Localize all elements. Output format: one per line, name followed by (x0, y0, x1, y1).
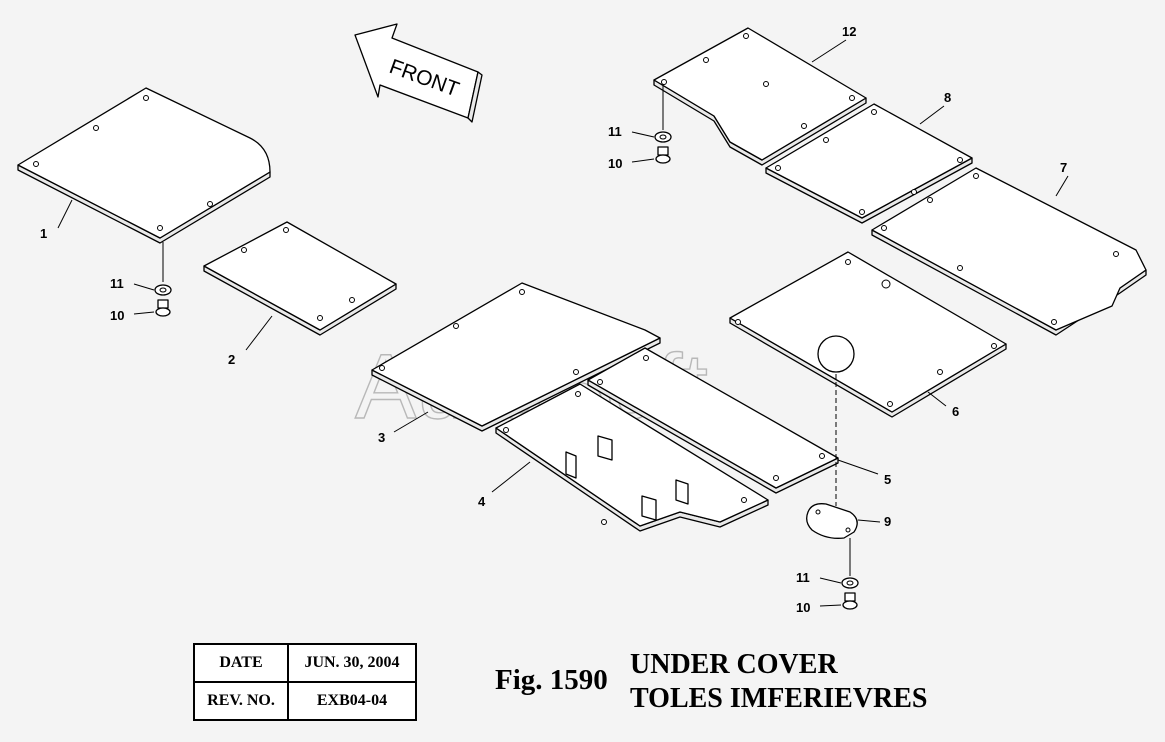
callout-3: 3 (378, 430, 385, 445)
callout-11-b: 11 (608, 124, 622, 139)
washer-11-c (841, 577, 859, 589)
figure-number: Fig. 1590 (495, 664, 608, 696)
callout-6: 6 (952, 404, 959, 419)
figure-title-english: UNDER COVER (630, 649, 838, 680)
callout-5: 5 (884, 472, 891, 487)
part-8-plate (765, 103, 973, 224)
callout-9: 9 (884, 514, 891, 529)
washer-11-a (154, 284, 172, 296)
callout-12: 12 (842, 24, 856, 39)
callout-10-b: 10 (608, 156, 622, 171)
washer-11-b (654, 131, 672, 143)
figure-title-block: UNDER COVER TOLES IMFERIEVRES (630, 648, 927, 716)
bolt-10-a (155, 299, 171, 317)
callout-7: 7 (1060, 160, 1067, 175)
callout-10-c: 10 (796, 600, 810, 615)
callout-11-c: 11 (796, 570, 810, 585)
figure-title-french: TOLES IMFERIEVRES (630, 683, 928, 714)
revision-table: DATE JUN. 30, 2004 REV. NO. EXB04-04 (193, 643, 417, 721)
callout-2: 2 (228, 352, 235, 367)
bolt-10-c (842, 592, 858, 610)
callout-10-a: 10 (110, 308, 124, 323)
part-4-tray (495, 383, 769, 532)
part-2-plate (203, 221, 397, 336)
date-label: DATE (193, 643, 289, 683)
rev-number-value: EXB04-04 (287, 681, 417, 721)
callout-8: 8 (944, 90, 951, 105)
part-1-plate (17, 87, 271, 244)
callout-11-a: 11 (110, 276, 124, 291)
callout-4: 4 (478, 494, 486, 509)
bolt-10-b (655, 146, 671, 164)
callout-1: 1 (40, 226, 47, 241)
part-9-cover (806, 503, 858, 539)
part-5-plate (587, 347, 839, 494)
front-arrow-icon: FRONT (354, 23, 483, 123)
rev-number-label: REV. NO. (193, 681, 289, 721)
part-7-plate (871, 167, 1147, 336)
part-6-plate (729, 251, 1007, 418)
part-3-plate (371, 282, 661, 432)
date-value: JUN. 30, 2004 (287, 643, 417, 683)
part-12-plate (653, 27, 867, 166)
